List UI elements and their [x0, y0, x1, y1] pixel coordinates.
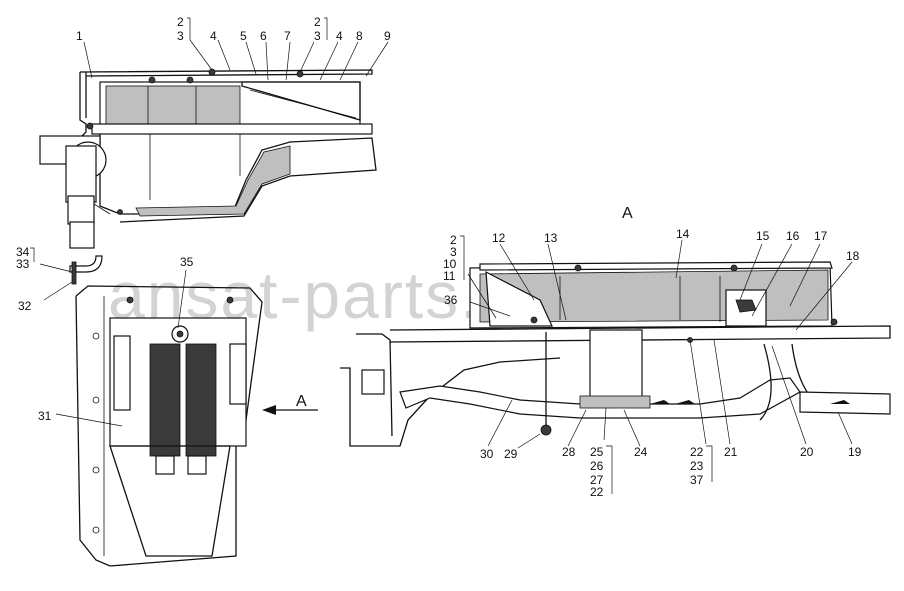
view-arrow-label-a: A: [296, 393, 307, 410]
top-left-side-view: [39, 68, 377, 249]
callout-5: 5: [240, 29, 247, 43]
callout-3c: 3: [450, 245, 457, 259]
callout-27: 27: [590, 473, 604, 487]
callout-2c: 2: [450, 233, 457, 247]
callout-20: 20: [800, 445, 814, 459]
callout-34: 34: [16, 245, 30, 259]
view-label-a: A: [622, 205, 633, 222]
callout-3a: 3: [177, 29, 184, 43]
callout-1: 1: [76, 29, 83, 43]
callout-36: 36: [444, 293, 458, 307]
callout-labels: 1 2 3 4 5 6 7 2 3 4 8 9 34 33 32 35 31 2…: [16, 15, 862, 499]
callout-37: 37: [690, 473, 704, 487]
callout-7: 7: [284, 29, 291, 43]
callout-21: 21: [724, 445, 738, 459]
elbow-detail: [69, 255, 103, 285]
callout-4b: 4: [336, 29, 343, 43]
callout-25: 25: [590, 445, 604, 459]
callout-35: 35: [180, 255, 194, 269]
callout-19: 19: [848, 445, 862, 459]
callout-14: 14: [676, 227, 690, 241]
callout-4a: 4: [210, 29, 217, 43]
callout-9: 9: [384, 29, 391, 43]
callout-30: 30: [480, 447, 494, 461]
callout-22a: 22: [590, 485, 604, 499]
callout-10: 10: [443, 257, 457, 271]
callout-22b: 22: [690, 445, 704, 459]
callout-23: 23: [690, 459, 704, 473]
callout-2a: 2: [177, 15, 184, 29]
callout-3b: 3: [314, 29, 321, 43]
callout-18: 18: [846, 249, 860, 263]
leader-lines: [39, 39, 853, 449]
callout-2b: 2: [314, 15, 321, 29]
callout-31: 31: [38, 409, 52, 423]
callout-15: 15: [756, 229, 770, 243]
callout-13: 13: [544, 231, 558, 245]
callout-29: 29: [504, 447, 518, 461]
callout-11: 11: [443, 269, 456, 283]
callout-6: 6: [260, 29, 267, 43]
callout-17: 17: [814, 229, 828, 243]
callout-28: 28: [562, 445, 576, 459]
callout-16: 16: [786, 229, 800, 243]
callout-8: 8: [356, 29, 363, 43]
callout-12: 12: [492, 231, 506, 245]
bottom-left-plan-view: [75, 285, 318, 567]
callout-33: 33: [16, 257, 30, 271]
callout-32: 32: [18, 299, 32, 313]
right-view-a: [340, 261, 891, 447]
callout-24: 24: [634, 445, 648, 459]
callout-26: 26: [590, 459, 604, 473]
